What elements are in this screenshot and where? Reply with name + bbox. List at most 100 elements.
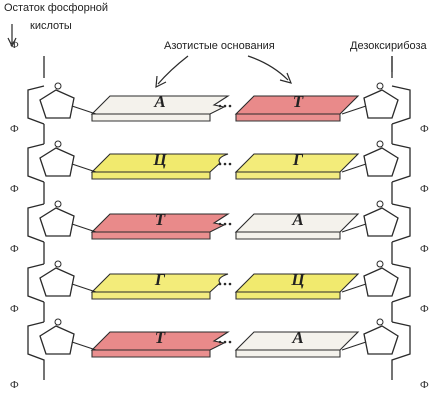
deoxyribose-ring bbox=[39, 267, 75, 297]
deoxyribose-label: Дезоксирибоза bbox=[350, 40, 427, 52]
hydrogen-bond-dot bbox=[228, 104, 232, 108]
left-base-letter: Г bbox=[154, 270, 166, 289]
left-base-letter: Т bbox=[155, 210, 166, 229]
left-base-slab-front bbox=[91, 231, 211, 240]
glycosidic-bond-right bbox=[341, 105, 367, 115]
bases-pointer-arrow-right bbox=[247, 55, 293, 84]
left-base-slab-top bbox=[90, 213, 230, 233]
hydrogen-bond-dot bbox=[223, 104, 227, 108]
left-base-letter: А bbox=[153, 92, 165, 111]
right-base-slab-top bbox=[234, 153, 360, 173]
ring-oxygen bbox=[376, 260, 384, 268]
deoxyribose-ring bbox=[39, 89, 75, 119]
phosphate-symbol-left: Ф bbox=[10, 303, 19, 315]
right-base-letter: Т bbox=[293, 92, 304, 111]
glycosidic-bond-left bbox=[71, 105, 97, 115]
right-base-letter: Ц bbox=[290, 270, 305, 289]
ring-oxygen bbox=[376, 318, 384, 326]
hydrogen-bond-dot bbox=[228, 222, 232, 226]
left-base-slab-front bbox=[91, 171, 211, 180]
phosphate-pointer-arrow bbox=[7, 24, 17, 48]
glycosidic-bond-right bbox=[341, 283, 367, 293]
left-base-slab-front bbox=[91, 113, 211, 122]
right-base-slab-top bbox=[234, 95, 360, 115]
right-base-slab-front bbox=[235, 231, 341, 240]
glycosidic-bond-right bbox=[341, 223, 367, 233]
ring-oxygen bbox=[376, 140, 384, 148]
left-base-slab-top bbox=[90, 95, 230, 115]
label-pointers bbox=[7, 24, 393, 89]
deoxyribose-ring bbox=[363, 207, 399, 237]
phosphate-residue-label-line1: Остаток фосфорной bbox=[4, 2, 109, 14]
hydrogen-bond-dot bbox=[228, 282, 232, 286]
phosphate-symbol-left: Ф bbox=[10, 183, 19, 195]
glycosidic-bond-left bbox=[71, 341, 97, 351]
right-base-letter: Г bbox=[292, 150, 304, 169]
left-backbone-line bbox=[27, 56, 45, 380]
hydrogen-bond-dot bbox=[223, 222, 227, 226]
nitrogen-bases-label: Азотистые основания bbox=[164, 40, 275, 52]
phosphate-symbol-right: Ф bbox=[420, 303, 429, 315]
right-base-slab-front bbox=[235, 171, 341, 180]
ring-oxygen bbox=[54, 82, 62, 90]
hydrogen-bond-dot bbox=[218, 162, 222, 166]
right-base-slab-top bbox=[234, 213, 360, 233]
deoxyribose-ring bbox=[363, 89, 399, 119]
phosphate-symbol-right: Ф bbox=[420, 183, 429, 195]
ring-oxygen bbox=[54, 140, 62, 148]
hydrogen-bond-dot bbox=[228, 162, 232, 166]
glycosidic-bond-right bbox=[341, 163, 367, 173]
phosphate-symbol-left: Ф bbox=[10, 379, 19, 391]
phosphate-symbol-left: Ф bbox=[10, 243, 19, 255]
deoxyribose-ring bbox=[363, 147, 399, 177]
left-base-letter: Ц bbox=[152, 150, 167, 169]
sugar-phosphate-backbone bbox=[27, 56, 411, 380]
phosphate-symbol-right: Ф bbox=[420, 123, 429, 135]
deoxyribose-ring bbox=[39, 325, 75, 355]
phosphate-symbol-right: Ф bbox=[420, 243, 429, 255]
ring-oxygen bbox=[54, 260, 62, 268]
phosphate-residue-label-line2: кислоты bbox=[30, 20, 72, 32]
hydrogen-bond-dot bbox=[218, 340, 222, 344]
right-base-slab-front bbox=[235, 113, 341, 122]
phosphate-symbol-left: Ф bbox=[10, 39, 19, 51]
right-base-slab-front bbox=[235, 349, 341, 358]
hydrogen-bond-dot bbox=[223, 340, 227, 344]
deoxyribose-ring bbox=[39, 147, 75, 177]
glycosidic-bond-left bbox=[71, 163, 97, 173]
phosphate-symbol-left: Ф bbox=[10, 123, 19, 135]
bases-pointer-arrow-left bbox=[155, 55, 189, 89]
glycosidic-bond-right bbox=[341, 341, 367, 351]
ring-oxygen bbox=[54, 200, 62, 208]
left-base-letter: Т bbox=[155, 328, 166, 347]
glycosidic-bond-left bbox=[71, 283, 97, 293]
glycosidic-bond-left bbox=[71, 223, 97, 233]
left-base-slab-front bbox=[91, 349, 211, 358]
ring-oxygen bbox=[54, 318, 62, 326]
right-base-letter: А bbox=[291, 210, 303, 229]
deoxyribose-ring bbox=[363, 325, 399, 355]
right-backbone-line bbox=[391, 56, 411, 380]
left-base-slab-top bbox=[90, 331, 230, 351]
right-base-slab-front bbox=[235, 291, 341, 300]
phosphate-symbol-right: Ф bbox=[420, 379, 429, 391]
ring-oxygen bbox=[376, 82, 384, 90]
hydrogen-bond-dot bbox=[223, 282, 227, 286]
hydrogen-bond-dot bbox=[218, 282, 222, 286]
hydrogen-bond-dot bbox=[218, 104, 222, 108]
hydrogen-bond-dot bbox=[218, 222, 222, 226]
right-base-slab-top bbox=[234, 331, 360, 351]
deoxyribose-ring bbox=[39, 207, 75, 237]
deoxyribose-ring bbox=[363, 267, 399, 297]
left-base-slab-front bbox=[91, 291, 211, 300]
phosphate-symbols: Ф Ф Ф Ф Ф Ф Ф Ф Ф Ф Ф bbox=[10, 39, 429, 391]
right-base-slab-top bbox=[234, 273, 360, 293]
ring-oxygen bbox=[376, 200, 384, 208]
